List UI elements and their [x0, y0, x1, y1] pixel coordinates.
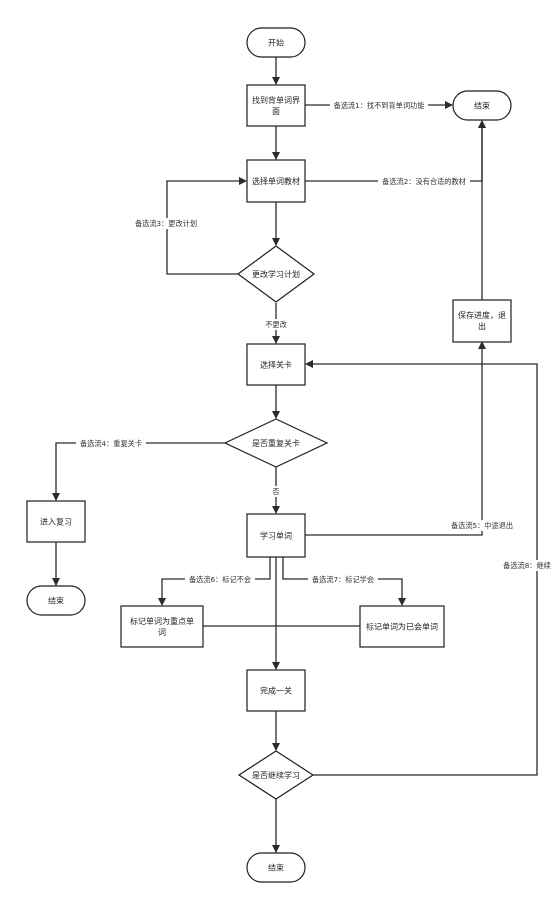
node-mark-key-label-2: 词 — [158, 628, 166, 637]
edge-labels: 备选流1：找不到背单词功能 备选流2：没有合适的教材 备选流3：更改计划 不更改… — [76, 100, 554, 585]
label-no-change: 不更改 — [265, 320, 287, 329]
edge-book-end-top — [305, 120, 486, 182]
node-start: 开始 — [246, 27, 306, 58]
node-mark-key-label-1: 标记单词为重点单 — [130, 616, 194, 626]
node-start-label: 开始 — [268, 38, 284, 48]
label-alt5: 备选流5：中途退出 — [451, 521, 513, 530]
node-mark-key: 标记单词为重点单 词 — [120, 605, 204, 648]
node-learn-words-label: 学习单词 — [260, 531, 292, 541]
node-finish-level-label: 完成一关 — [260, 686, 292, 696]
node-change-plan-label: 更改学习计划 — [252, 269, 300, 279]
node-continue-learning-label: 是否继续学习 — [252, 770, 300, 780]
node-find-ui-label-2: 面 — [272, 107, 280, 116]
node-choose-book: 选择单词教材 — [246, 159, 306, 203]
edge-learn-save — [305, 341, 486, 536]
label-alt8: 备选流8：继续 — [503, 561, 551, 570]
node-continue-learning: 是否继续学习 — [237, 750, 315, 800]
label-alt6: 备选流6：标记不会 — [189, 575, 251, 584]
node-save-exit-label-2: 出 — [478, 321, 486, 331]
node-find-ui-label-1: 找到背单词界 — [252, 95, 300, 105]
node-choose-book-label: 选择单词教材 — [252, 176, 300, 186]
node-find-ui: 找到背单词界 面 — [246, 84, 306, 127]
label-alt3: 备选流3：更改计划 — [135, 219, 197, 228]
label-alt2: 备选流2：没有合适的教材 — [382, 177, 466, 186]
node-choose-level-label: 选择关卡 — [260, 360, 292, 370]
label-no: 否 — [272, 487, 279, 496]
node-finish-level: 完成一关 — [246, 669, 306, 712]
label-alt1: 备选流1：找不到背单词功能 — [334, 101, 425, 110]
nodes: 开始 找到背单词界 面 结束 选择单词教材 更改学习计划 保存进度，退 出 — [26, 27, 512, 883]
node-repeat-level-label: 是否重复关卡 — [252, 438, 300, 448]
node-mark-known-label: 标记单词为已会单词 — [366, 622, 438, 632]
node-enter-review-label: 进入复习 — [40, 517, 72, 527]
node-mark-known: 标记单词为已会单词 — [359, 605, 445, 648]
node-learn-words: 学习单词 — [246, 513, 306, 558]
node-end-bottom: 结束 — [246, 852, 306, 883]
label-alt4: 备选流4：重复关卡 — [80, 439, 142, 448]
node-save-exit: 保存进度，退 出 — [452, 299, 512, 343]
node-end-top: 结束 — [452, 90, 512, 121]
label-alt7: 备选流7：标记学会 — [312, 575, 374, 584]
node-save-exit-label-1: 保存进度，退 — [458, 310, 506, 320]
node-repeat-level: 是否重复关卡 — [223, 418, 329, 468]
node-choose-level: 选择关卡 — [246, 343, 306, 386]
node-end-top-label: 结束 — [474, 101, 490, 111]
node-end-bottom-label: 结束 — [268, 863, 284, 873]
node-change-plan: 更改学习计划 — [236, 245, 316, 303]
node-end-left-label: 结束 — [48, 596, 64, 606]
edge-repeat-review — [52, 442, 226, 501]
node-end-left: 结束 — [26, 585, 86, 616]
node-enter-review: 进入复习 — [26, 500, 86, 543]
